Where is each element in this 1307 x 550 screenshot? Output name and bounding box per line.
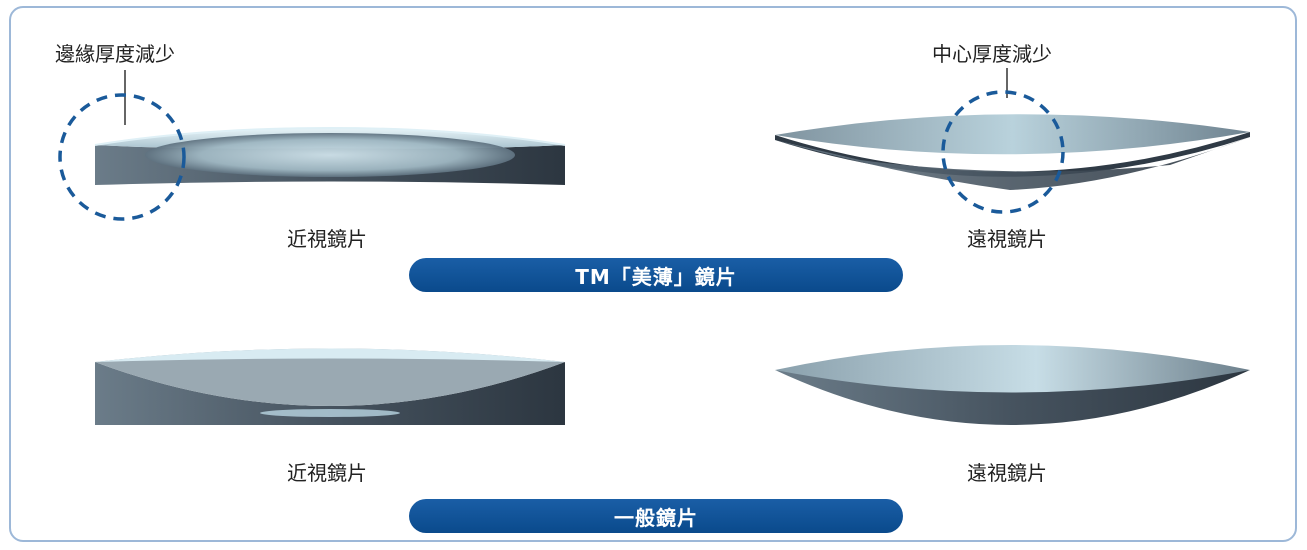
std-myopia-label: 近視鏡片 [287,461,367,485]
panel-frame [9,6,1297,542]
tm-lens-banner: TM「美薄」鏡片 [409,258,903,292]
tm-hyperopia-lens [775,114,1250,190]
std-hyperopia-label: 遠視鏡片 [967,461,1047,485]
std-myopia-lens [95,348,565,425]
edge-thickness-label: 邊緣厚度減少 [55,42,175,66]
tm-myopia-label: 近視鏡片 [287,227,367,251]
std-hyperopia-lens [775,345,1250,425]
tm-myopia-lens [94,126,566,185]
standard-lens-banner: 一般鏡片 [409,499,903,533]
center-highlight-circle [941,90,1065,214]
tm-hyperopia-label: 遠視鏡片 [967,227,1047,251]
edge-highlight-circle [58,93,186,221]
center-thickness-label: 中心厚度減少 [932,42,1052,66]
